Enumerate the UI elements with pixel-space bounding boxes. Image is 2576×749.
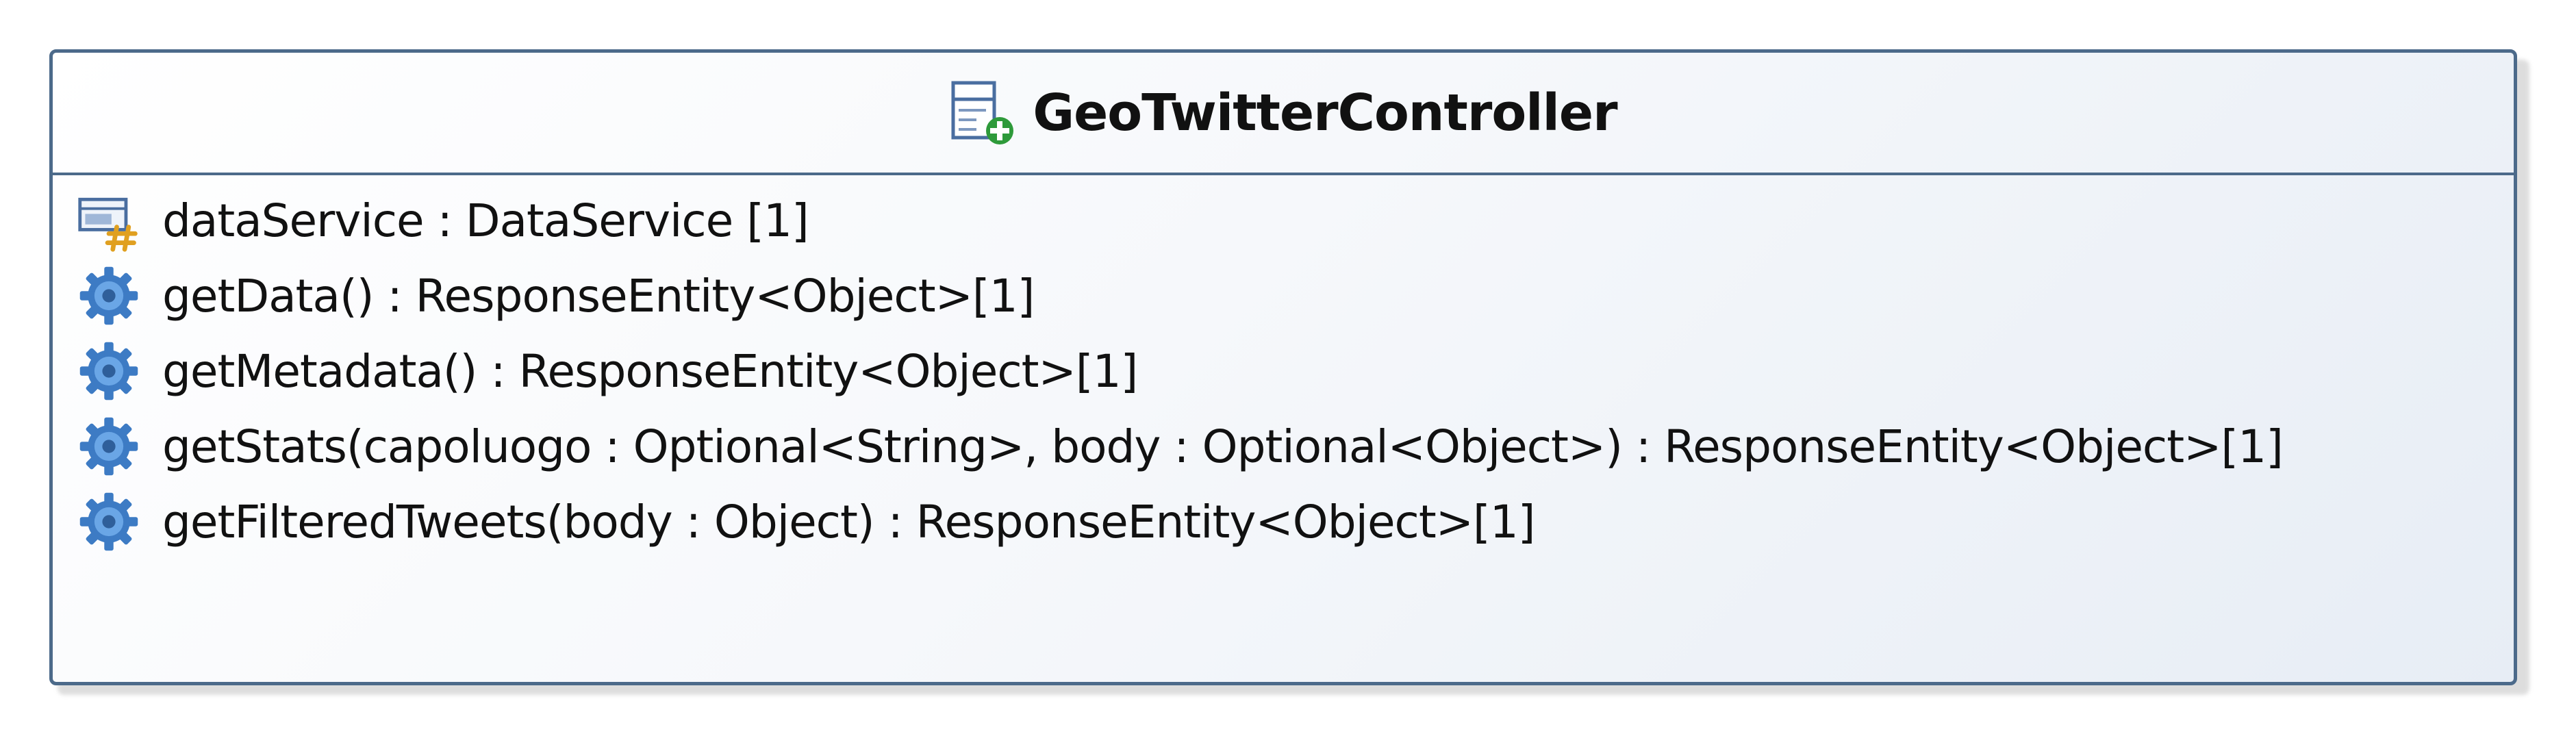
operation-gear-icon: [79, 266, 138, 325]
members-compartment: dataService : DataService [1] getData() …: [76, 183, 2514, 559]
protected-attribute-icon: [78, 197, 138, 252]
operation-text: getMetadata() : ResponseEntity<Object>[1…: [162, 344, 1138, 398]
operation-row[interactable]: getFilteredTweets(body : Object) : Respo…: [76, 484, 2514, 559]
operation-row[interactable]: getData() : ResponseEntity<Object>[1]: [76, 258, 2514, 333]
operation-text: getStats(capoluogo : Optional<String>, b…: [162, 420, 2284, 473]
operation-row[interactable]: getMetadata() : ResponseEntity<Object>[1…: [76, 333, 2514, 409]
attribute-row[interactable]: dataService : DataService [1]: [76, 183, 2514, 258]
class-name: GeoTwitterController: [1033, 83, 1617, 142]
operation-gear-icon: [79, 342, 138, 401]
attribute-text: dataService : DataService [1]: [162, 194, 809, 247]
class-icon: [951, 81, 1014, 144]
operation-gear-icon: [79, 492, 138, 551]
class-header: GeoTwitterController: [53, 53, 2514, 173]
uml-class-box[interactable]: GeoTwitterController dataService : DataS…: [49, 49, 2517, 685]
operation-row[interactable]: getStats(capoluogo : Optional<String>, b…: [76, 409, 2514, 484]
operation-text: getData() : ResponseEntity<Object>[1]: [162, 269, 1035, 322]
compartment-divider: [53, 173, 2514, 175]
operation-text: getFilteredTweets(body : Object) : Respo…: [162, 495, 1535, 548]
operation-gear-icon: [79, 417, 138, 476]
